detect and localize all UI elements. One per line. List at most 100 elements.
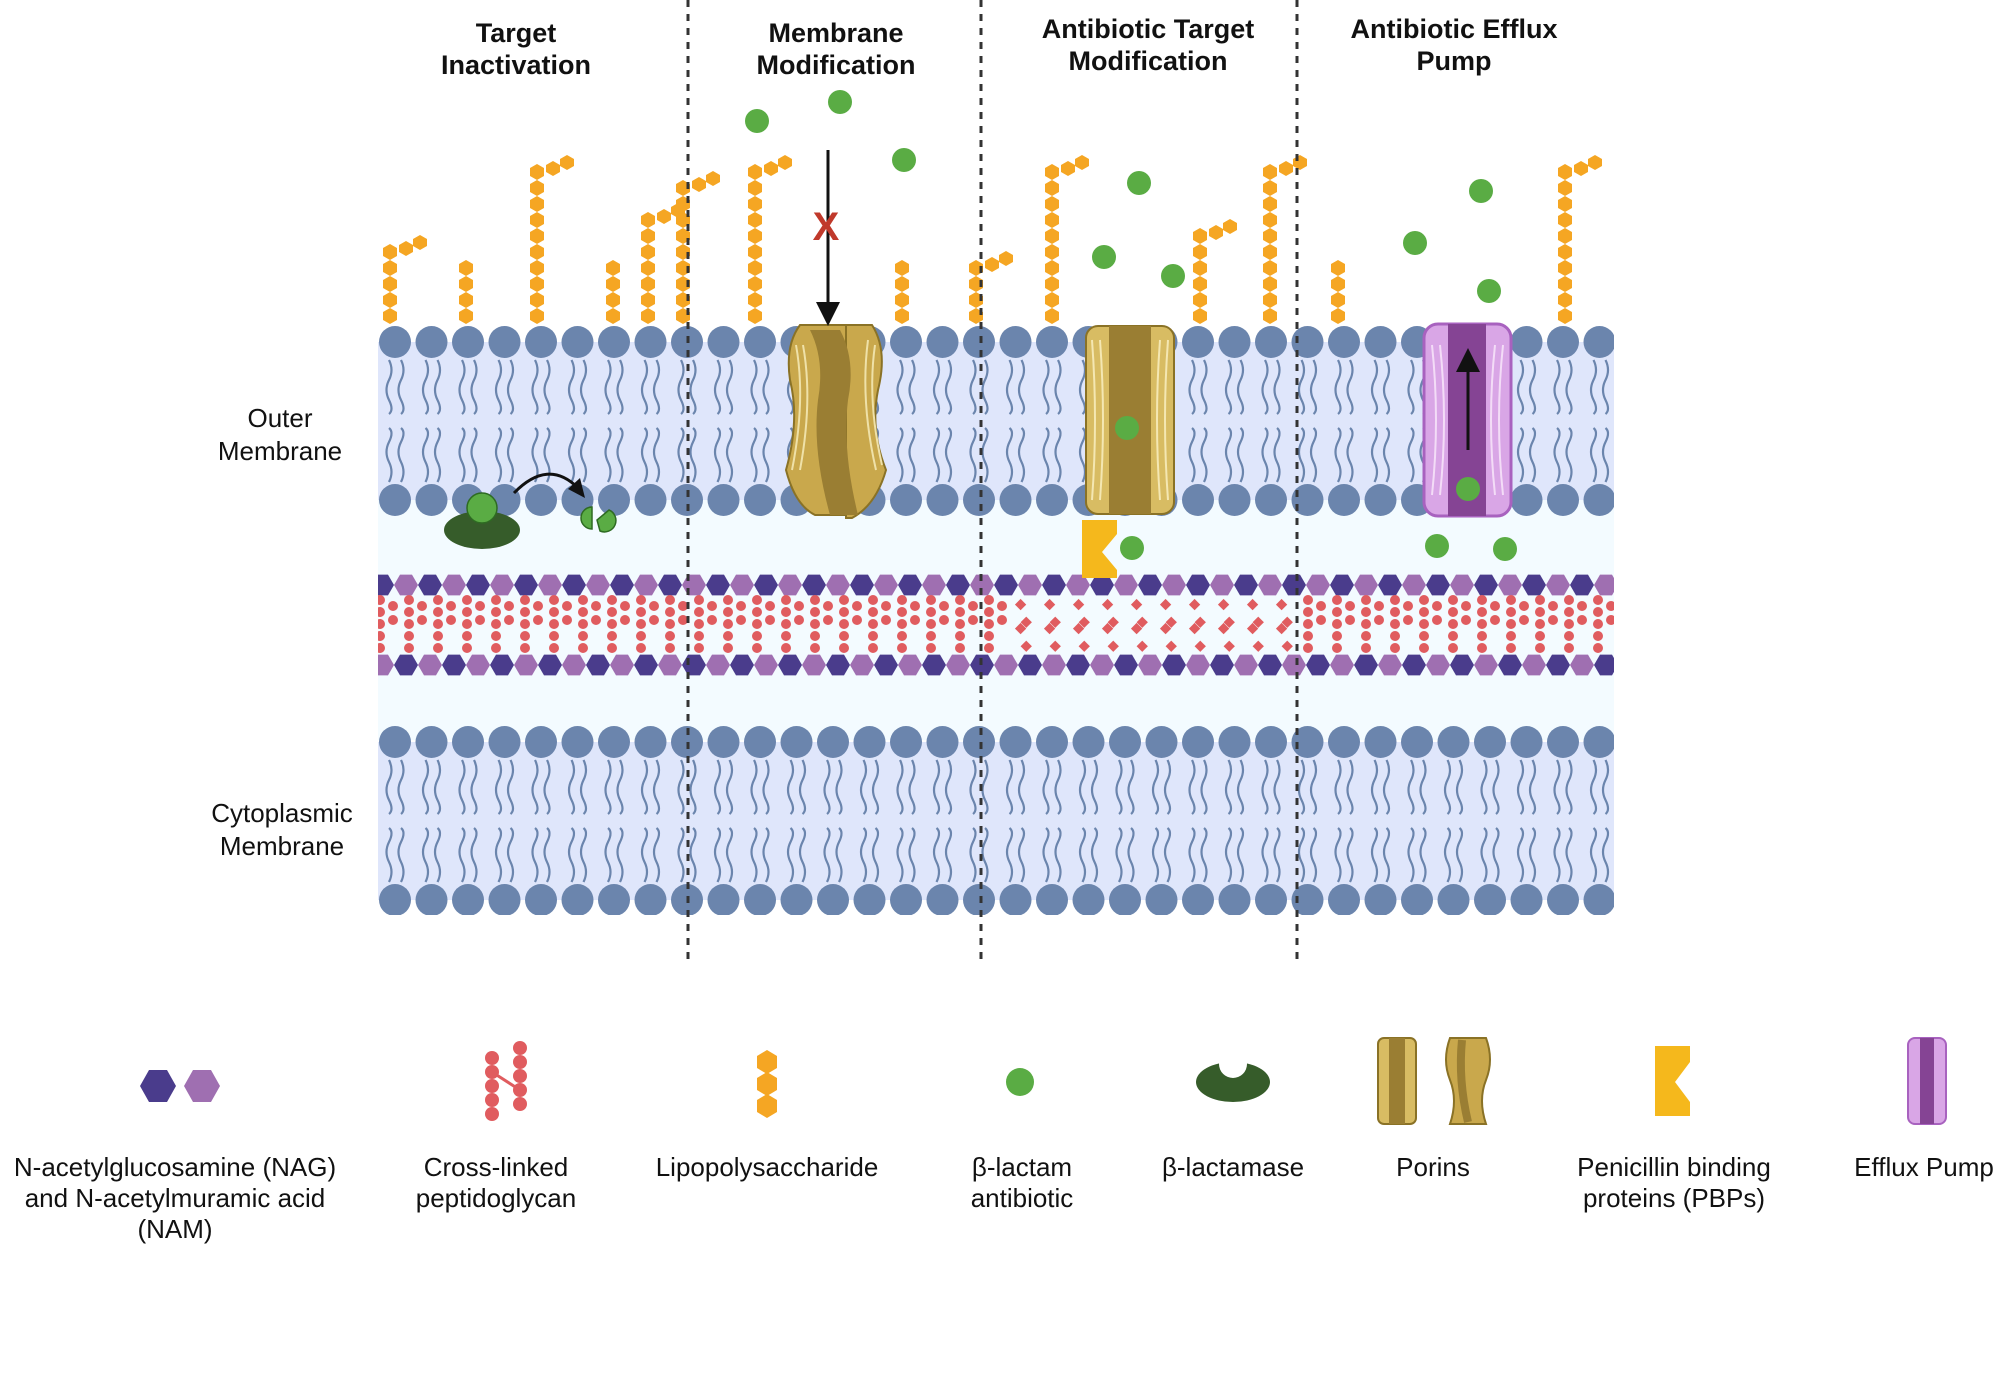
lipid-head [598, 326, 630, 358]
peptide [404, 595, 414, 605]
peptide [694, 631, 704, 641]
beta-lactam-molecule [1127, 171, 1151, 195]
peptide [433, 619, 443, 629]
peptide [1419, 595, 1429, 605]
lps-sugar [459, 292, 473, 308]
lps-sugar [383, 244, 397, 260]
sugar-unit [658, 574, 682, 596]
modified-peptide [1049, 640, 1061, 652]
sugar-unit [1498, 654, 1522, 676]
lps-sugar [1558, 180, 1572, 196]
sugar-unit [418, 654, 442, 676]
sugar-unit [1546, 574, 1570, 596]
lipid-head [1328, 884, 1360, 915]
lipid-head [1437, 726, 1470, 758]
peptide [1564, 643, 1574, 653]
sugar-unit [1282, 654, 1306, 676]
lps-sugar [459, 260, 473, 276]
sugar-unit [1378, 654, 1402, 676]
peptide [723, 643, 733, 653]
sugar-unit [1450, 654, 1474, 676]
sugar-unit [850, 574, 874, 596]
peptide [752, 643, 762, 653]
sugar-unit [826, 574, 850, 596]
peptide [378, 643, 385, 653]
lipid-head [1255, 726, 1287, 758]
modified-peptide [1217, 598, 1230, 611]
sugar-unit [1162, 654, 1186, 676]
sugar-unit [634, 654, 658, 676]
lps-branch [1293, 155, 1307, 170]
lipid-head [1474, 726, 1506, 758]
sugar-unit [1402, 654, 1426, 676]
nag-nam-icon [140, 1070, 220, 1102]
peptide [839, 631, 849, 641]
lipid-head [1109, 884, 1141, 915]
sugar-unit [1186, 574, 1210, 596]
peptide [1564, 595, 1574, 605]
peptide [1303, 643, 1313, 653]
lipid-head [1364, 484, 1397, 516]
lipid-head [1036, 484, 1068, 516]
lipid-head [926, 884, 959, 915]
blocked-entry-arrowhead [816, 302, 840, 326]
modified-peptide [1072, 598, 1085, 611]
lps-sugar [748, 212, 762, 228]
beta-lactam-molecule [828, 90, 852, 114]
lps-sugar [1331, 276, 1345, 292]
sugar-unit [1162, 574, 1186, 596]
peptide [897, 607, 907, 617]
lipid-head [1182, 326, 1214, 358]
sugar-unit [394, 574, 418, 596]
peptide [378, 607, 385, 617]
sugar-unit [658, 654, 682, 676]
peptide [694, 607, 704, 617]
lipid-head [452, 326, 484, 358]
sugar-unit [1234, 574, 1258, 596]
sugar-unit [946, 654, 970, 676]
modified-peptide [1107, 616, 1119, 628]
peptide [1361, 643, 1371, 653]
peptide [926, 619, 936, 629]
peptide [433, 643, 443, 653]
lipid-head [1583, 726, 1614, 758]
lipid-head [1255, 884, 1287, 915]
lipid-head [1401, 884, 1433, 915]
sugar-unit [778, 654, 802, 676]
peptide [607, 595, 617, 605]
beta-lactam-molecule [1161, 264, 1185, 288]
peptide [955, 631, 965, 641]
peptide [752, 631, 762, 641]
lps-sugar [459, 308, 473, 324]
sugar-unit [898, 654, 922, 676]
modified-peptide [1101, 598, 1114, 611]
peptide [1593, 595, 1603, 605]
peptide [549, 595, 559, 605]
peptide [781, 607, 791, 617]
lipid-head [1328, 726, 1360, 758]
lipid-head [1583, 484, 1614, 516]
peptide [955, 643, 965, 653]
lps-sugar [895, 292, 909, 308]
peptide [694, 595, 704, 605]
lps-sugar [641, 308, 655, 324]
sugar-unit [562, 574, 586, 596]
lipid-head [1547, 326, 1579, 358]
lps-branch [1075, 155, 1089, 170]
peptide [404, 631, 414, 641]
lipid-head [1291, 484, 1324, 516]
peptide [1303, 631, 1313, 641]
legend-label-lipopolysaccharide: Lipopolysaccharide [656, 1152, 879, 1182]
peptide [1477, 607, 1487, 617]
lps-sugar [1558, 228, 1572, 244]
lps-sugar [530, 276, 544, 292]
peptide [1477, 595, 1487, 605]
lipid-head [1182, 884, 1214, 915]
peptide [1332, 631, 1342, 641]
sugar-unit [1234, 654, 1258, 676]
